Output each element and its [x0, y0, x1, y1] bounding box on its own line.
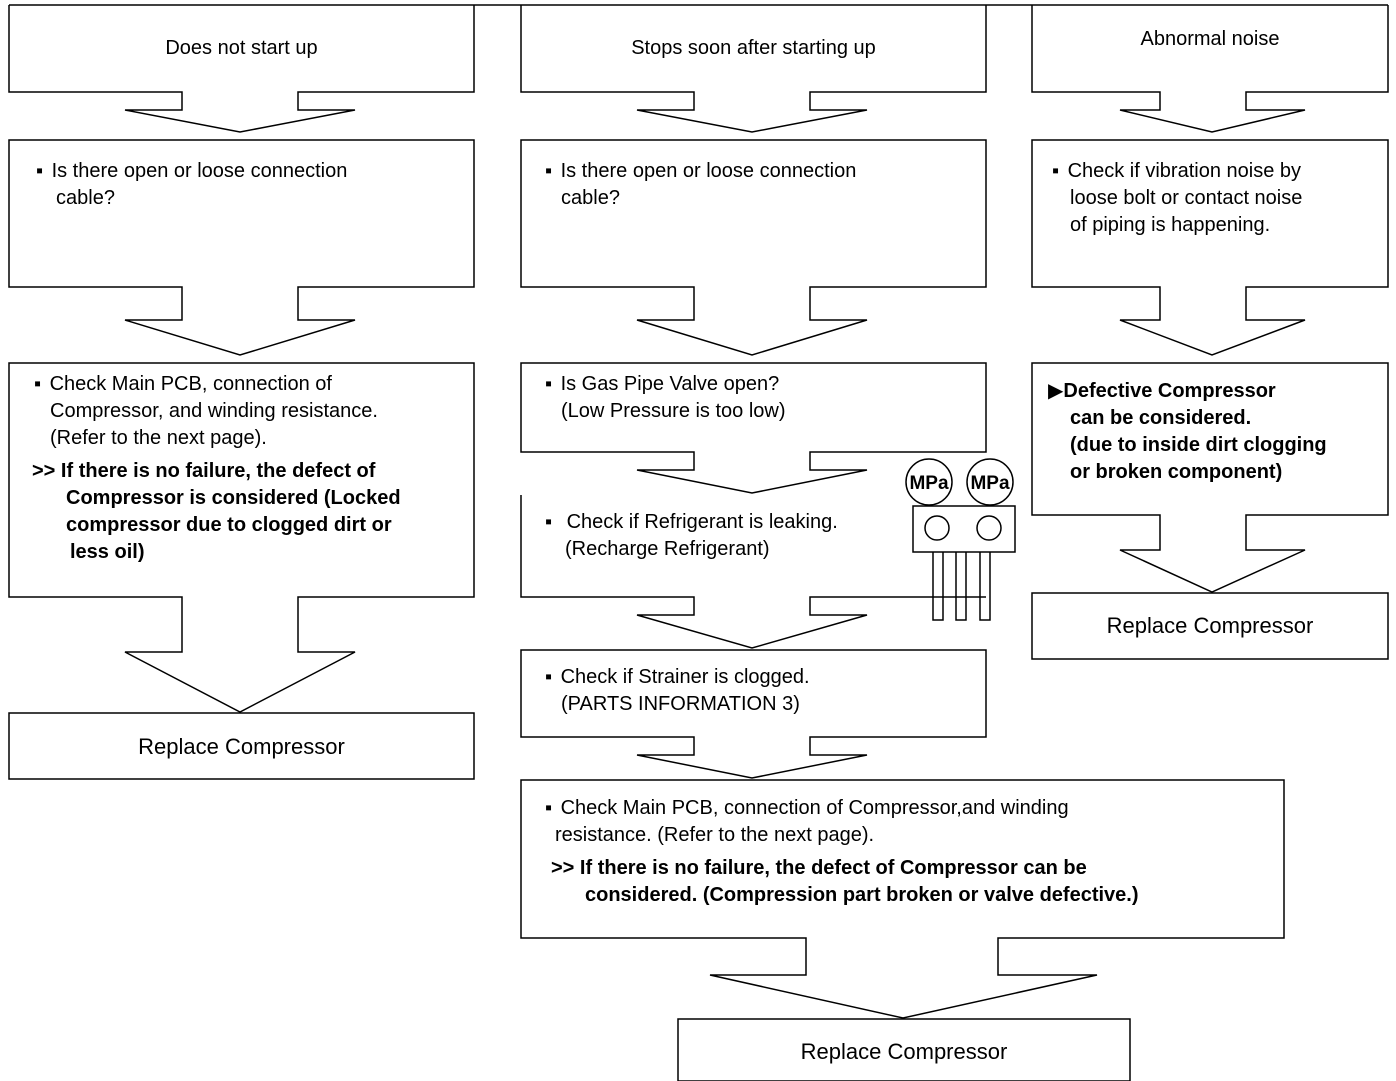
col1-result-box [8, 712, 475, 780]
col3-result-box [1031, 592, 1389, 660]
bullet: ▪ [545, 373, 553, 395]
col3-header-box [1031, 5, 1389, 133]
col1-header: Does not start up [165, 37, 318, 59]
col1-step1-box [8, 139, 475, 356]
col3-header: Abnormal noise [1140, 28, 1280, 50]
col2-step4-box [520, 649, 987, 779]
bullet: ▪ [545, 511, 553, 533]
col2-result: Replace Compressor [800, 1039, 1008, 1064]
bullet: ▪ [1052, 160, 1060, 182]
col3-step2-box [1031, 362, 1389, 593]
col2-step2-text: ▪ Is Gas Pipe Valve open? (Low Pressure … [545, 373, 786, 422]
col2-step3-text: ▪ Check if Refrigerant is leaking. (Rech… [545, 511, 838, 560]
col1-result: Replace Compressor [138, 734, 345, 759]
col3-step1-box [1031, 139, 1389, 356]
col2-step3-box [520, 495, 986, 649]
col1-step2-box [8, 362, 475, 713]
bullet: ▪ [545, 666, 553, 688]
col2-step1-box [520, 139, 987, 356]
col2-step4-text: ▪ Check if Strainer is clogged. (PARTS I… [545, 666, 810, 715]
col3-result: Replace Compressor [1106, 613, 1314, 638]
col1-step2-text: ▪ Check Main PCB, connection of Compress… [32, 373, 401, 563]
col1-step1-text: ▪ Is there open or loose connection cabl… [36, 160, 348, 209]
bullet: ▪ [545, 160, 553, 182]
col2-step2-box [520, 362, 987, 494]
bullet: ▪ [36, 160, 44, 182]
col2-header: Stops soon after starting up [631, 37, 876, 59]
bullet: ▪ [34, 373, 42, 395]
col2-header-box [520, 5, 987, 133]
col2-step5-text: ▪ Check Main PCB, connection of Compress… [545, 797, 1139, 906]
bullet: ▪ [545, 797, 553, 819]
col3-step2-text: ▶Defective Compressor can be considered.… [1048, 380, 1327, 483]
col2-step5-box [520, 779, 1285, 1019]
triangle-right-icon: ▶ [1048, 380, 1064, 402]
col1-header-box [8, 5, 475, 133]
col2-step1-text: ▪ Is there open or loose connection cabl… [545, 160, 857, 209]
gauge-left-label: MPa [909, 473, 949, 494]
gauge-right-label: MPa [970, 473, 1010, 494]
col2-result-box [677, 1018, 1131, 1081]
pressure-gauge-icon [905, 458, 1016, 621]
col3-step1-text: ▪ Check if vibration noise by loose bolt… [1052, 160, 1303, 236]
